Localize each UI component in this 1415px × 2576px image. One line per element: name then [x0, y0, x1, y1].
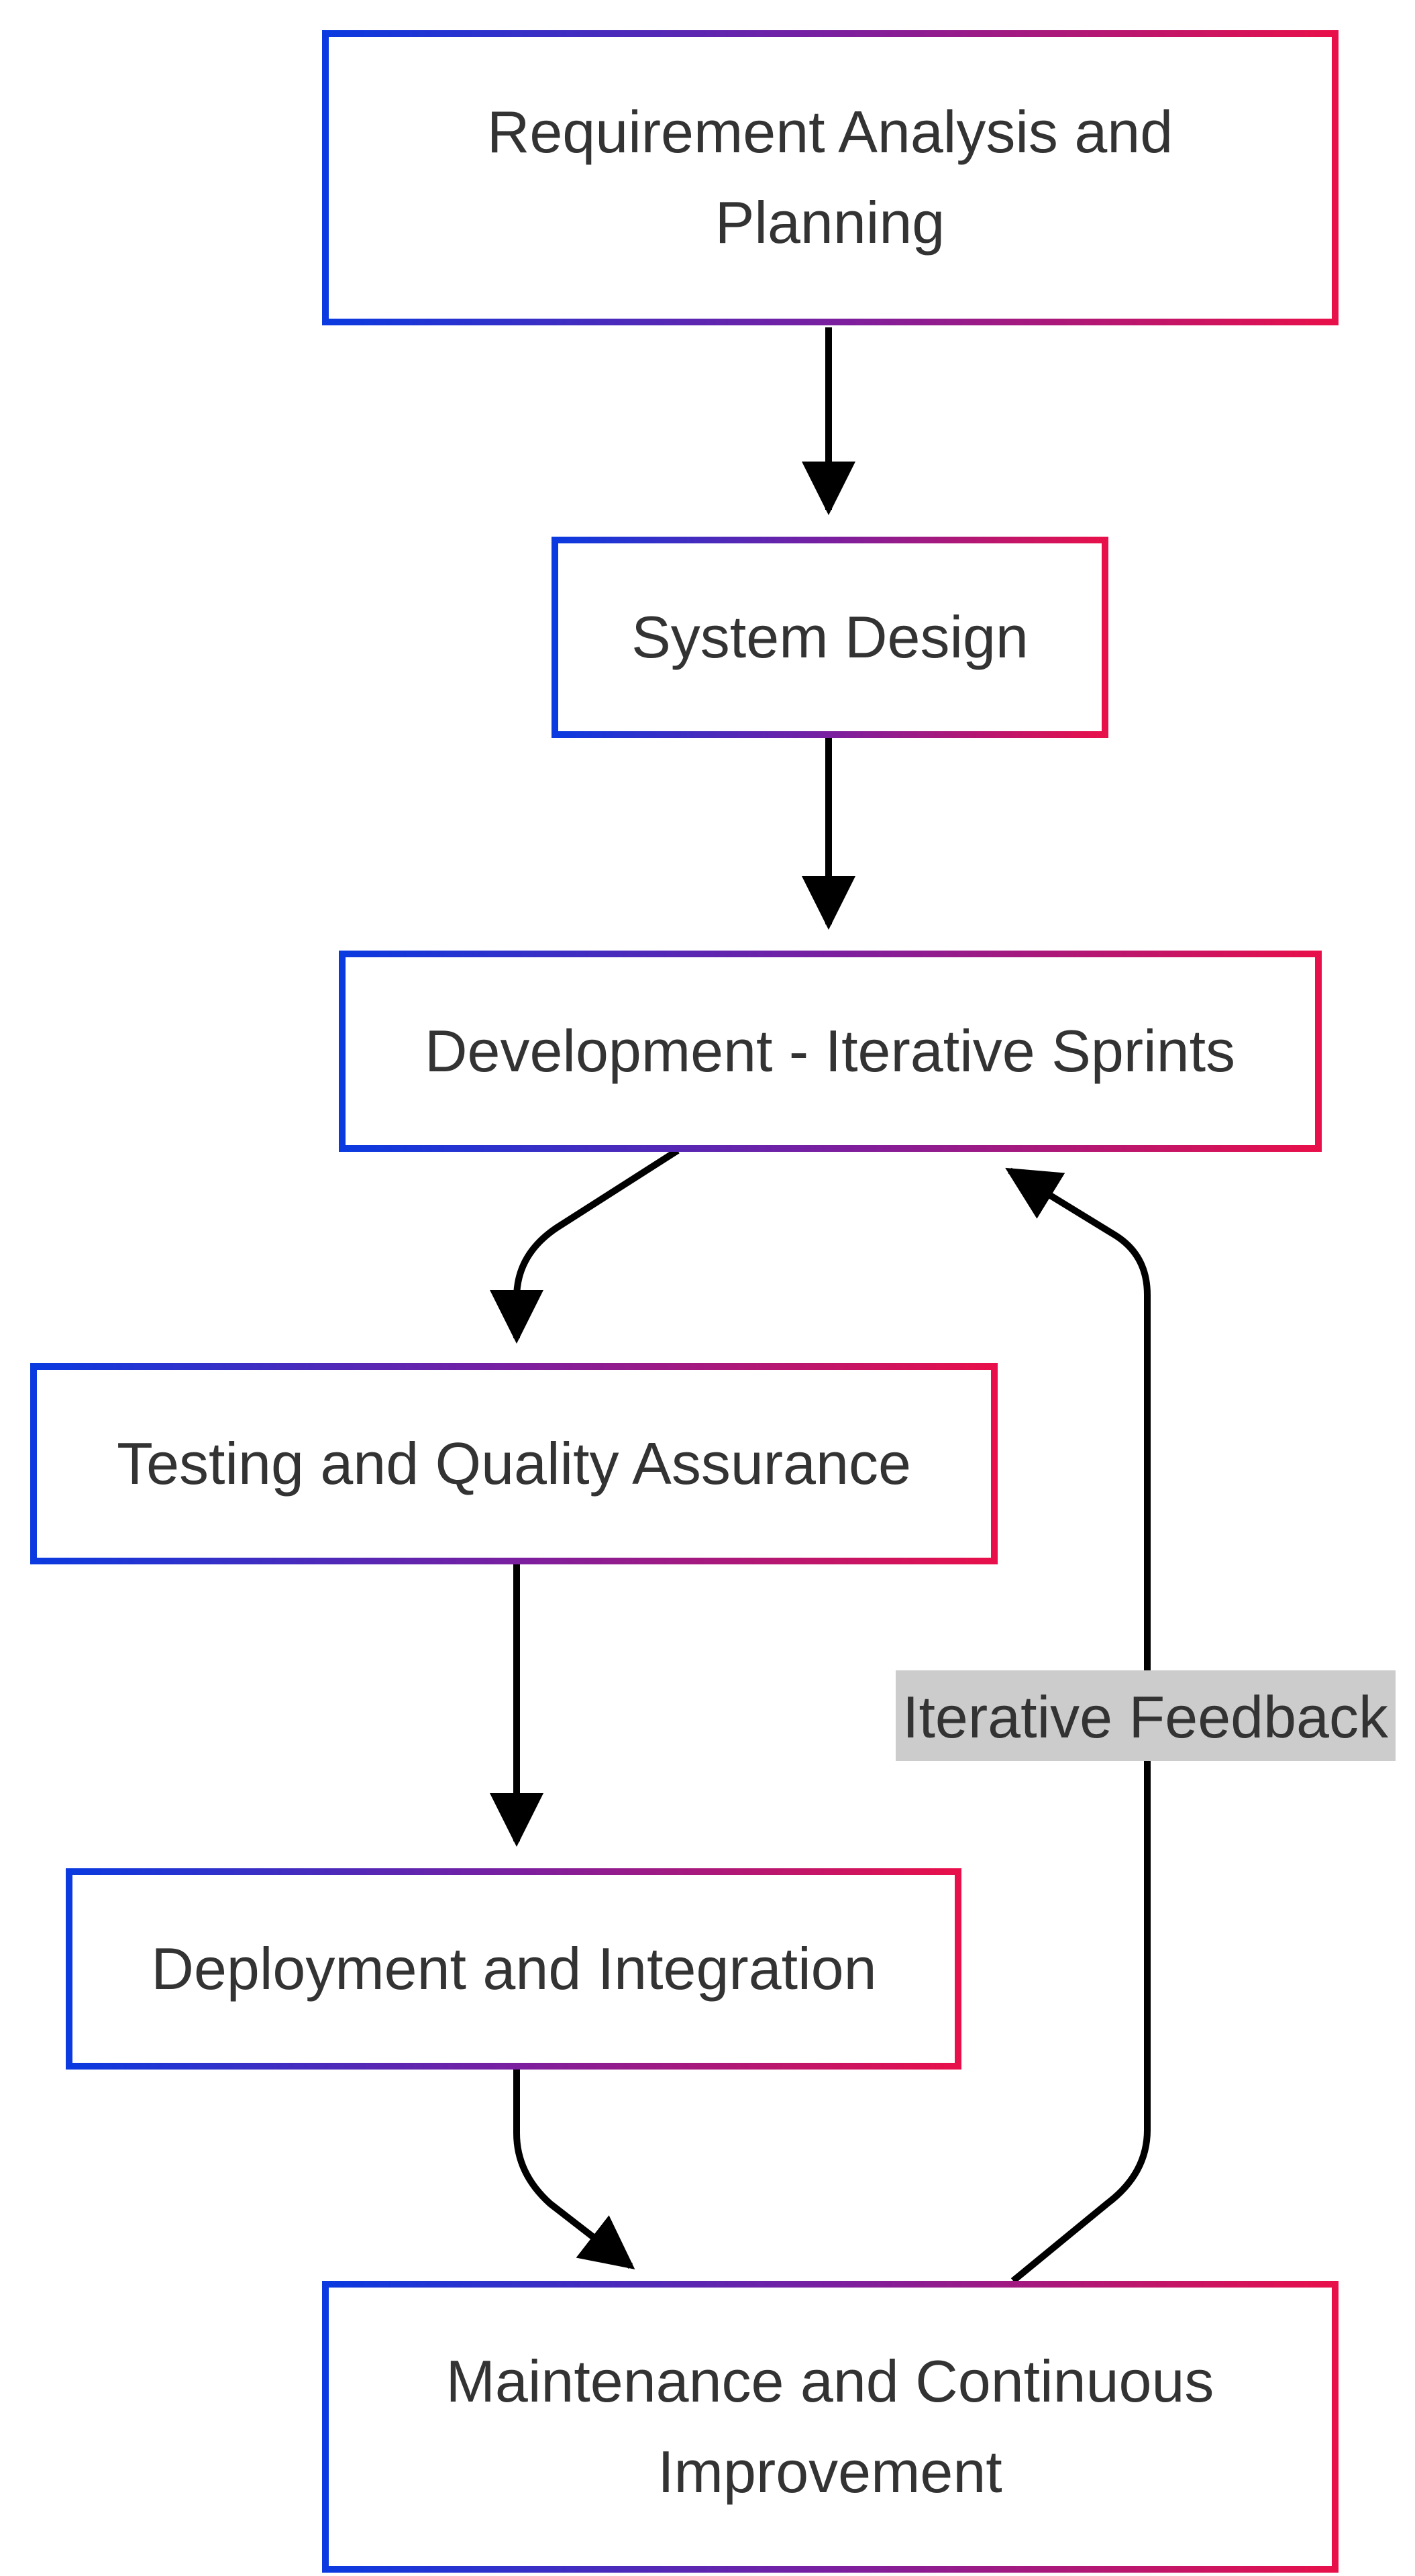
node-design-label: System Design	[631, 604, 1029, 670]
edges	[490, 327, 1151, 2284]
node-design-box	[552, 537, 1108, 738]
node-development-box	[339, 951, 1322, 1152]
edge-development-to-testing	[490, 1147, 680, 1344]
node-deployment-box	[66, 1868, 961, 2070]
node-maintenance-label-line1: Maintenance and Continuous	[446, 2348, 1214, 2414]
node-maintenance-box	[322, 2281, 1339, 2573]
feedback-label-text: Iterative Feedback	[902, 1684, 1389, 1750]
node-development-label: Development - Iterative Sprints	[425, 1018, 1235, 1084]
node-deployment[interactable]: Deployment and Integration	[66, 1868, 961, 2070]
node-requirements[interactable]: Requirement Analysis and Planning	[322, 30, 1339, 325]
node-requirements-label-line2: Planning	[715, 189, 945, 256]
node-testing[interactable]: Testing and Quality Assurance	[30, 1363, 998, 1564]
edge-maintenance-to-development-feedback	[1005, 1167, 1151, 2284]
node-deployment-label: Deployment and Integration	[151, 1935, 876, 2002]
feedback-label-background	[896, 1670, 1396, 1761]
feedback-edge-label: Iterative Feedback	[896, 1670, 1396, 1761]
node-requirements-box	[322, 30, 1339, 325]
node-testing-box	[30, 1363, 998, 1564]
edge-deployment-to-maintenance	[513, 2070, 635, 2269]
node-design[interactable]: System Design	[552, 537, 1108, 738]
node-development[interactable]: Development - Iterative Sprints	[339, 951, 1322, 1152]
node-maintenance-label-line2: Improvement	[658, 2438, 1002, 2505]
node-requirements-label-line1: Requirement Analysis and	[487, 99, 1173, 165]
node-testing-label: Testing and Quality Assurance	[117, 1430, 911, 1497]
node-maintenance[interactable]: Maintenance and Continuous Improvement	[322, 2281, 1339, 2573]
